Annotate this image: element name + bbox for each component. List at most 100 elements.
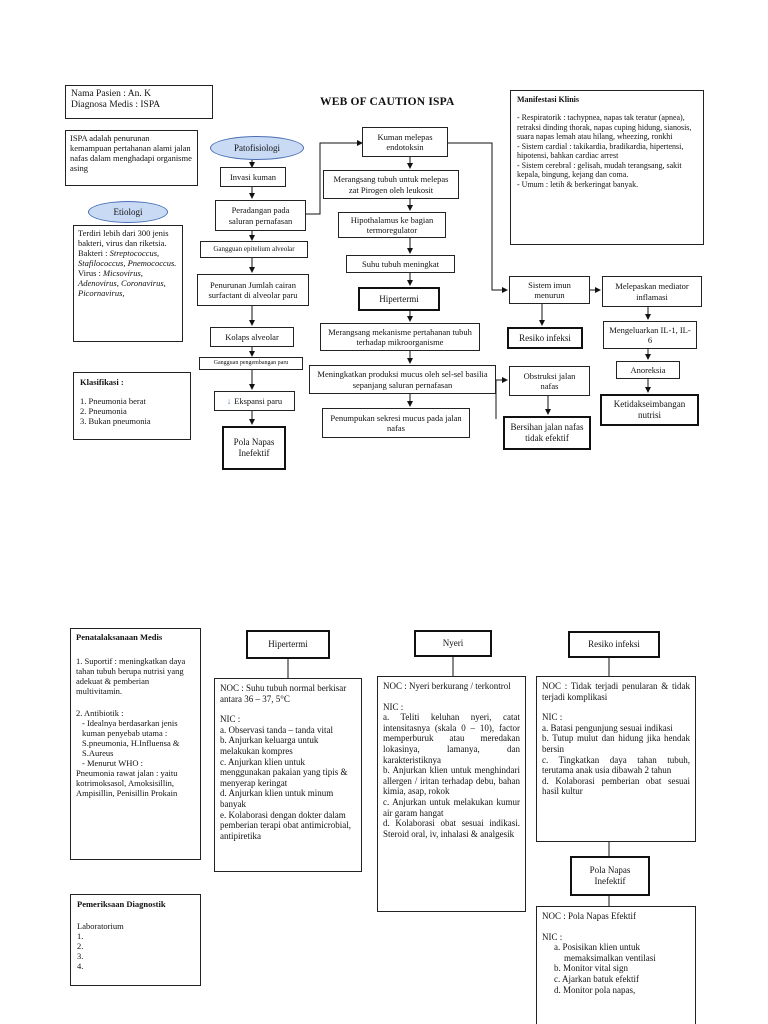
hipertermi-nic-item: a. Observasi tanda – tanda vital bbox=[220, 724, 333, 735]
hipertermi-nic-item: e. Kolaborasi dengan dokter dalam pember… bbox=[220, 809, 351, 841]
klasifikasi-item: 2. Pneumonia bbox=[80, 406, 127, 417]
resiko-nic-item: a. Batasi pengunjung sesuai indikasi bbox=[542, 722, 673, 733]
bakteri-label: Bakteri : bbox=[78, 248, 110, 259]
patofisiologi-oval: Patofisiologi bbox=[210, 136, 304, 160]
nyeri-nic-item: c. Anjurkan untuk melakukan kumur air ga… bbox=[383, 797, 520, 818]
node-bersihan-label: Bersihan jalan nafas tidak efektif bbox=[510, 422, 584, 443]
pola-nic-item: a. Posisikan klien untuk memaksimalkan v… bbox=[554, 942, 656, 963]
patient-info: Nama Pasien : An. K Diagnosa Medis : ISP… bbox=[65, 85, 213, 119]
penatalaksanaan-p2: 2. Antibiotik : bbox=[76, 708, 124, 719]
resiko-nic-item: d. Kolaborasi pemberian obat sesuai hasi… bbox=[542, 775, 690, 797]
node-gangguan-pengembangan-label: Gangguan pengembangan paru bbox=[213, 359, 289, 366]
manifestasi-box: Manifestasi Klinis - Respiratorik : tach… bbox=[510, 90, 704, 245]
resiko-header-label: Resiko infeksi bbox=[588, 639, 640, 650]
node-penurunan-cairan: Penurunan Jumlah cairan surfactant di al… bbox=[197, 274, 309, 306]
node-kolaps: Kolaps alveolar bbox=[210, 327, 294, 347]
node-merangsang-pirogen-label: Merangsang tubuh untuk melepas zat Pirog… bbox=[333, 174, 449, 195]
node-sistem-imun: Sistem imun menurun bbox=[509, 276, 590, 304]
node-mengeluarkan-il-label: Mengeluarkan IL-1, IL-6 bbox=[609, 324, 691, 345]
node-pola-napas: Pola Napas Inefektif bbox=[222, 426, 286, 470]
node-kuman-endotoksin-label: Kuman melepas endotoksin bbox=[377, 131, 433, 152]
hipertermi-nic-item: c. Anjurkan klien untuk menggunakan paka… bbox=[220, 756, 348, 788]
node-merangsang-pirogen: Merangsang tubuh untuk melepas zat Pirog… bbox=[323, 170, 459, 199]
node-resiko-infeksi: Resiko infeksi bbox=[507, 327, 583, 349]
node-penumpukan-label: Penumpukan sekresi mucus pada jalan nafa… bbox=[330, 412, 462, 433]
node-merangsang-mekanisme-label: Merangsang mekanisme pertahanan tubuh te… bbox=[328, 326, 472, 347]
node-penurunan-cairan-label: Penurunan Jumlah cairan surfactant di al… bbox=[208, 279, 298, 300]
node-ekspansi: ↓Ekspansi paru bbox=[214, 391, 295, 411]
resiko-noc: NOC : Tidak terjadi penularan & tidak te… bbox=[542, 681, 690, 702]
nyeri-nic-item: b. Anjurkan klien untuk menghindari alle… bbox=[383, 765, 520, 797]
hipertermi-noc: NOC : Suhu tubuh normal berkisar antara … bbox=[220, 683, 347, 704]
node-peradangan-label: Peradangan pada saluran pernafasan bbox=[228, 205, 293, 226]
node-ketidakseimbangan-label: Ketidakseimbangan nutrisi bbox=[613, 399, 686, 420]
node-sistem-imun-label: Sistem imun menurun bbox=[528, 279, 571, 300]
hipertermi-nic-item: b. Anjurkan keluarga untuk melakukan kom… bbox=[220, 735, 319, 757]
manifestasi-item: - Sistem cardial : takikardia, bradikard… bbox=[517, 141, 684, 161]
node-mengeluarkan-il: Mengeluarkan IL-1, IL-6 bbox=[603, 321, 697, 349]
pemeriksaan-title: Pemeriksaan Diagnostik bbox=[77, 899, 166, 909]
hipertermi-nic-item: d. Anjurkan klien untuk minum banyak bbox=[220, 788, 334, 810]
node-obstruksi: Obstruksi jalan nafas bbox=[509, 366, 590, 396]
penatalaksanaan-p1: 1. Suportif : meningkatkan daya tahan tu… bbox=[76, 656, 186, 697]
penatalaksanaan-box: Penatalaksanaan Medis 1. Suportif : meni… bbox=[70, 628, 201, 860]
pola-noc: NOC : Pola Napas Efektif bbox=[542, 911, 636, 921]
hipertermi-plan: NOC : Suhu tubuh normal berkisar antara … bbox=[214, 678, 362, 872]
node-anoreksia: Anoreksia bbox=[616, 361, 680, 379]
etiologi-text: Terdiri lebih dari 300 jenis bakteri, vi… bbox=[78, 228, 169, 249]
node-gangguan-epitelium-label: Gangguan epitelium alveolar bbox=[213, 245, 295, 254]
node-kuman-endotoksin: Kuman melepas endotoksin bbox=[362, 127, 448, 157]
virus-label: Virus : bbox=[78, 268, 103, 279]
node-gangguan-epitelium: Gangguan epitelium alveolar bbox=[200, 241, 308, 258]
resiko-nic: NIC : bbox=[542, 712, 563, 723]
node-pola-napas-label: Pola Napas Inefektif bbox=[233, 437, 275, 458]
hipertermi-header: Hipertermi bbox=[246, 630, 330, 659]
pemeriksaan-lab: Laboratorium bbox=[77, 921, 124, 932]
node-anoreksia-label: Anoreksia bbox=[630, 364, 666, 375]
patient-name: Nama Pasien : An. K bbox=[71, 89, 151, 99]
manifestasi-title: Manifestasi Klinis bbox=[517, 95, 580, 104]
etiologi-label: Etiologi bbox=[113, 207, 143, 217]
nyeri-nic: NIC : bbox=[383, 701, 404, 712]
pola-header: Pola Napas Inefektif bbox=[570, 856, 650, 896]
klasifikasi-title: Klasifikasi : bbox=[80, 377, 124, 387]
etiologi-oval: Etiologi bbox=[88, 201, 168, 223]
node-bersihan: Bersihan jalan nafas tidak efektif bbox=[503, 416, 591, 450]
node-suhu-meningkat-label: Suhu tubuh meningkat bbox=[362, 258, 439, 269]
pemeriksaan-item: 3. bbox=[77, 951, 84, 962]
definition-text: ISPA adalah penurunan kemampuan pertahan… bbox=[70, 133, 192, 174]
pemeriksaan-item: 1. bbox=[77, 931, 84, 942]
manifestasi-item: - Sistem cerebral : gelisah, mudah teran… bbox=[517, 160, 682, 180]
node-melepaskan-mediator: Melepaskan mediator inflamasi bbox=[602, 276, 702, 307]
pola-nic-item: c. Ajarkan batuk efektif bbox=[554, 974, 639, 985]
node-suhu-meningkat: Suhu tubuh meningkat bbox=[346, 255, 455, 273]
node-penumpukan: Penumpukan sekresi mucus pada jalan nafa… bbox=[322, 408, 470, 438]
node-hipothalamus-label: Hipothalamus ke bagian termoregulator bbox=[350, 214, 434, 235]
bakteri-list: Streptococcus, Stafilococcus, Pnemococcu… bbox=[78, 248, 177, 269]
node-meningkatkan-mucus: Meningkatkan produksi mucus oleh sel-sel… bbox=[309, 365, 496, 394]
pemeriksaan-item: 4. bbox=[77, 961, 84, 972]
virus-list: Micsovirus, Adenovirus, Coronavirus, Pic… bbox=[78, 268, 166, 299]
hipertermi-header-label: Hipertermi bbox=[268, 639, 308, 650]
page-title: WEB OF CAUTION ISPA bbox=[320, 96, 455, 108]
penatalaksanaan-title: Penatalaksanaan Medis bbox=[76, 632, 163, 642]
nyeri-header: Nyeri bbox=[414, 630, 492, 657]
definition-box: ISPA adalah penurunan kemampuan pertahan… bbox=[65, 130, 198, 186]
nyeri-nic-item: d. Kolaborasi obat sesuai indikasi. Ster… bbox=[383, 818, 520, 839]
node-merangsang-mekanisme: Merangsang mekanisme pertahanan tubuh te… bbox=[320, 323, 480, 351]
node-resiko-infeksi-label: Resiko infeksi bbox=[519, 332, 571, 343]
nyeri-plan: NOC : Nyeri berkurang / terkontrol NIC :… bbox=[377, 676, 526, 912]
pola-nic-item: d. Monitor pola napas, bbox=[554, 984, 636, 995]
etiologi-box: Terdiri lebih dari 300 jenis bakteri, vi… bbox=[73, 225, 183, 342]
resiko-nic-item: b. Tutup mulut dan hidung jika hendak be… bbox=[542, 733, 690, 755]
klasifikasi-box: Klasifikasi : 1. Pneumonia berat 2. Pneu… bbox=[73, 372, 191, 440]
node-hipertermi-label: Hipertermi bbox=[379, 293, 419, 304]
resiko-header: Resiko infeksi bbox=[568, 631, 660, 658]
klasifikasi-item: 1. Pneumonia berat bbox=[80, 396, 146, 407]
pola-nic-item: b. Monitor vital sign bbox=[554, 963, 628, 974]
klasifikasi-item: 3. Bukan pneumonia bbox=[80, 416, 151, 427]
node-obstruksi-label: Obstruksi jalan nafas bbox=[523, 370, 576, 391]
node-invasi-label: Invasi kuman bbox=[229, 171, 277, 182]
node-hipothalamus: Hipothalamus ke bagian termoregulator bbox=[338, 212, 446, 238]
node-peradangan: Peradangan pada saluran pernafasan bbox=[215, 200, 306, 231]
